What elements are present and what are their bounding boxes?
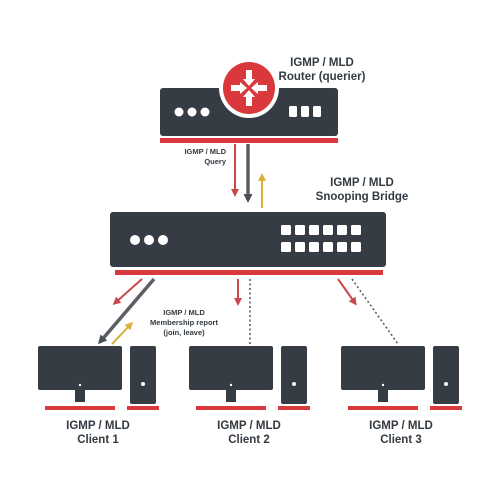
client2-label-line2: Client 2: [228, 434, 270, 446]
query-label-line1: IGMP / MLD: [184, 147, 226, 156]
query-label-line2: Query: [204, 157, 227, 166]
client3-base-bar: [348, 406, 418, 410]
query-arrow-client1: [112, 278, 143, 305]
router-port-dots: [174, 107, 210, 117]
client2-monitor-stand: [226, 390, 236, 402]
router-arrows-icon: [219, 58, 279, 118]
client3-monitor-stand: [378, 390, 388, 402]
bridge-port-grid: [281, 225, 361, 252]
client2-label-line1: IGMP / MLD: [217, 420, 281, 432]
client1-base-bar: [45, 406, 115, 410]
link-client1: [98, 277, 156, 345]
client-2: [189, 346, 310, 410]
client1-tower-base: [127, 406, 159, 410]
client3-tower-base: [430, 406, 462, 410]
router-base-bar: [160, 138, 338, 143]
report-label-line3: (join, leave): [163, 328, 205, 337]
client1-tower: [130, 346, 156, 404]
report-label-line1: IGMP / MLD: [163, 308, 205, 317]
bridge-port-dots: [130, 235, 168, 245]
router-title-line2: Router (querier): [279, 71, 366, 83]
client-3: [341, 346, 462, 410]
router-port-squares: [289, 106, 321, 117]
report-arrow-client1: [111, 321, 134, 345]
client3-label-line2: Client 3: [380, 434, 422, 446]
client2-tower-base: [278, 406, 310, 410]
client1-monitor: [38, 346, 122, 390]
client2-tower: [281, 346, 307, 404]
bridge-title-line2: Snooping Bridge: [316, 191, 409, 203]
client1-label-line2: Client 1: [77, 434, 119, 446]
router-title-line1: IGMP / MLD: [290, 57, 354, 69]
client-1: [38, 346, 159, 410]
client1-label-line1: IGMP / MLD: [66, 420, 130, 432]
client3-monitor: [341, 346, 425, 390]
report-label-line2: Membership report: [150, 318, 218, 327]
bridge-title-line1: IGMP / MLD: [330, 177, 394, 189]
client3-label-line1: IGMP / MLD: [369, 420, 433, 432]
client3-tower: [433, 346, 459, 404]
query-arrow-client3: [337, 278, 357, 306]
router-device: [160, 58, 338, 143]
link-client3-dotted: [351, 278, 399, 345]
client2-monitor: [189, 346, 273, 390]
bridge-device: [110, 212, 386, 275]
bridge-base-bar: [115, 270, 383, 275]
client1-monitor-stand: [75, 390, 85, 402]
client2-base-bar: [196, 406, 266, 410]
